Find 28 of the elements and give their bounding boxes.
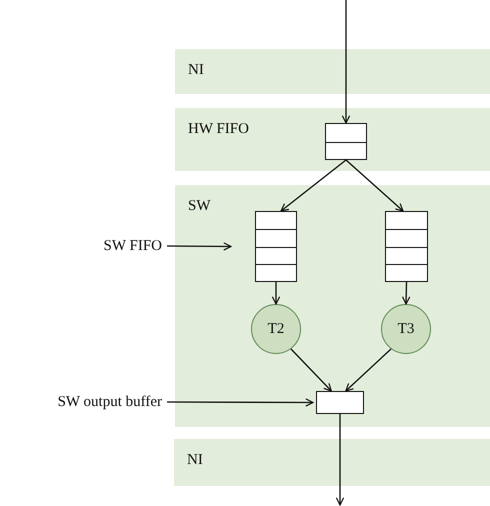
arrow xyxy=(402,282,410,305)
leader-line xyxy=(167,242,232,251)
layer-band xyxy=(175,108,490,171)
task-circle xyxy=(381,304,431,354)
arrow xyxy=(290,348,332,392)
task-circle xyxy=(251,304,301,354)
layer-label: HW FIFO xyxy=(188,121,249,138)
annotation-text: SW FIFO xyxy=(104,238,162,254)
layer-label: SW xyxy=(188,198,210,215)
arrow xyxy=(336,414,344,506)
task-label: T2 xyxy=(268,320,284,338)
arrow xyxy=(280,159,346,212)
task-label: T3 xyxy=(398,320,414,338)
arrow xyxy=(345,348,392,392)
fifo-queue xyxy=(325,123,367,160)
arrow xyxy=(346,160,404,212)
fifo-queue xyxy=(316,391,364,414)
arrow xyxy=(342,0,350,124)
fifo-queue xyxy=(385,211,428,282)
arrow xyxy=(272,282,280,305)
layer-band xyxy=(174,439,490,486)
fifo-queue xyxy=(255,211,297,282)
layer-label: NI xyxy=(187,452,203,469)
layer-label: NI xyxy=(188,62,204,79)
layer-band xyxy=(175,49,490,94)
layer-band xyxy=(175,185,490,427)
annotation-text: SW output buffer xyxy=(58,394,162,410)
leader-line xyxy=(167,398,314,407)
